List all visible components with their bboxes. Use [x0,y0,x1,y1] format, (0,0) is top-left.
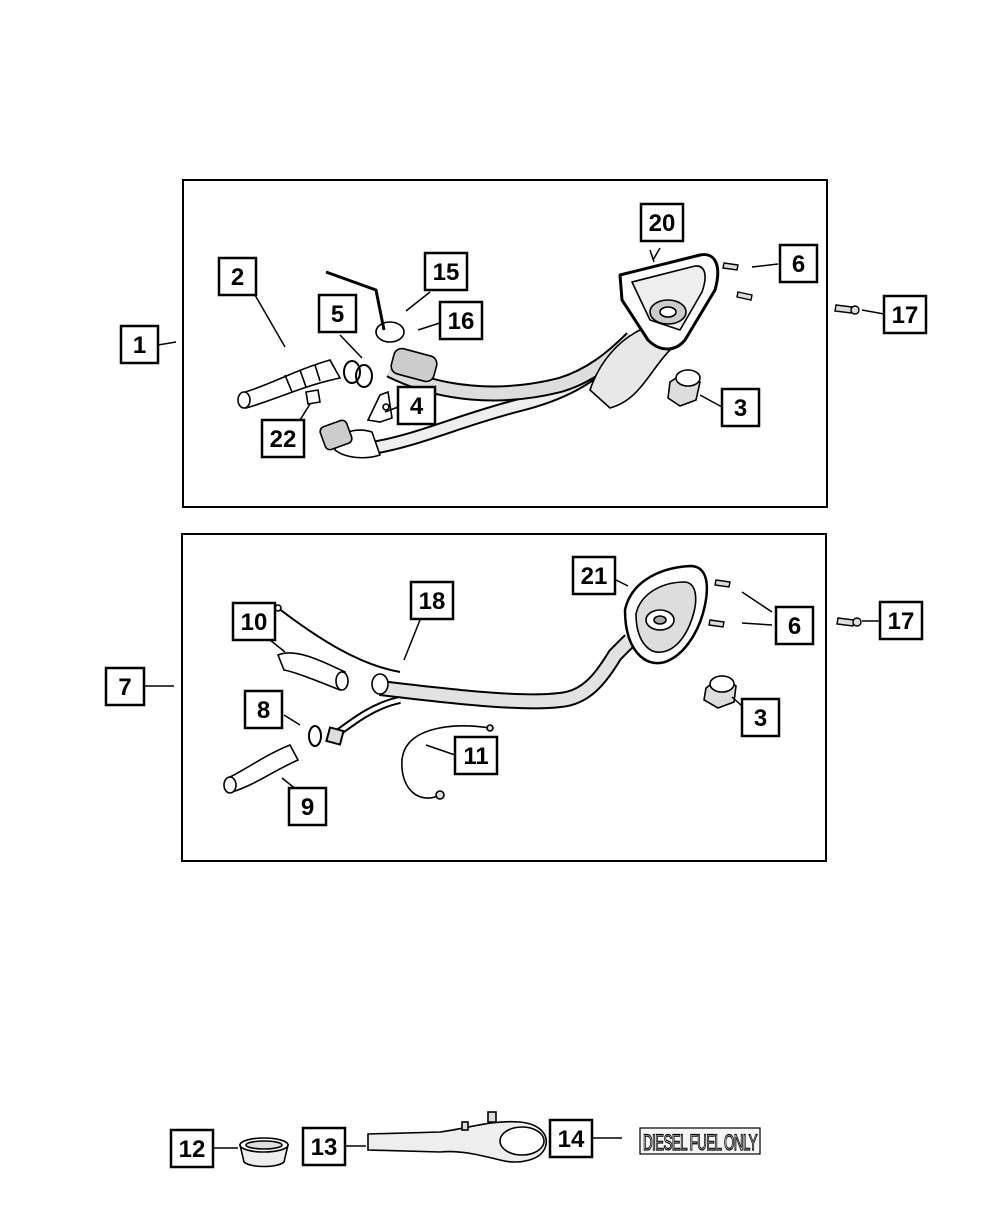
svg-text:17: 17 [888,608,915,635]
svg-text:8: 8 [257,697,270,724]
callout-17-upper: 17 [882,294,928,335]
svg-text:DIESEL FUEL ONLY: DIESEL FUEL ONLY [643,1130,758,1155]
seal-part-3-upper [667,368,701,407]
clamp-part-5 [343,360,373,388]
callout-21: 21 [571,555,617,596]
svg-text:20: 20 [649,210,676,237]
svg-text:6: 6 [792,251,805,278]
svg-text:18: 18 [419,588,446,615]
callout-20: 20 [639,202,685,243]
callout-11: 11 [453,735,499,776]
callout-14: 14 [548,1118,594,1159]
leaders-upper [254,247,885,421]
callout-1: 1 [119,324,160,365]
ring-part-8 [308,725,345,747]
svg-text:22: 22 [270,426,297,453]
diesel-decal-part-14: DIESEL FUEL ONLY [639,1127,761,1156]
leaders-lower [269,579,880,791]
callout-4: 4 [396,385,437,426]
svg-text:2: 2 [231,264,244,291]
assembly-frame-upper [182,179,828,508]
hose-part-2 [237,359,342,409]
filler-tube-lower-drawing [274,564,709,739]
assembly-frame-lower [181,533,827,862]
svg-text:9: 9 [301,794,314,821]
callout-18: 18 [409,580,455,621]
svg-text:6: 6 [788,613,801,640]
svg-text:14: 14 [558,1126,585,1153]
callout-8: 8 [243,689,284,730]
screws-part-6-upper [722,262,753,301]
callout-2: 2 [217,256,258,297]
clip-part-22 [305,389,321,405]
svg-text:4: 4 [410,393,424,420]
screw-part-17-upper [834,304,860,315]
cup-part-12 [238,1137,290,1168]
svg-text:15: 15 [433,259,460,286]
svg-text:3: 3 [734,395,747,422]
svg-text:11: 11 [463,743,488,770]
callout-12: 12 [169,1128,215,1169]
callout-17-lower: 17 [878,600,924,641]
callout-3-upper: 3 [720,387,761,428]
svg-text:17: 17 [892,302,919,329]
svg-text:10: 10 [241,609,268,636]
svg-text:1: 1 [133,332,146,359]
callout-22: 22 [260,418,306,459]
svg-text:7: 7 [118,674,131,701]
callout-3-lower: 3 [740,697,781,738]
callout-5: 5 [317,293,358,334]
callout-13: 13 [301,1126,347,1167]
svg-text:5: 5 [331,301,344,328]
hose-part-9 [223,743,300,794]
callout-10: 10 [231,601,277,642]
filler-tube-upper-drawing [319,249,720,459]
screws-part-6-lower [708,579,731,628]
svg-text:12: 12 [179,1136,206,1163]
callout-7: 7 [104,666,146,707]
screw-part-17-lower [836,617,862,627]
leaders-bottom [213,1137,622,1149]
callout-6-lower: 6 [774,605,815,646]
svg-text:13: 13 [311,1134,338,1161]
svg-text:16: 16 [448,308,475,335]
seal-part-3-lower [703,675,737,709]
svg-text:3: 3 [754,705,767,732]
leader-1 [157,341,177,346]
callout-16: 16 [438,300,484,341]
callout-15: 15 [423,251,469,292]
svg-text:21: 21 [581,563,608,590]
strap-part-11 [401,724,494,800]
strap-part-4 [366,390,393,423]
callout-9: 9 [287,786,328,827]
callout-6-upper: 6 [778,243,819,284]
funnel-part-13 [367,1111,547,1163]
hose-part-10 [276,652,349,692]
